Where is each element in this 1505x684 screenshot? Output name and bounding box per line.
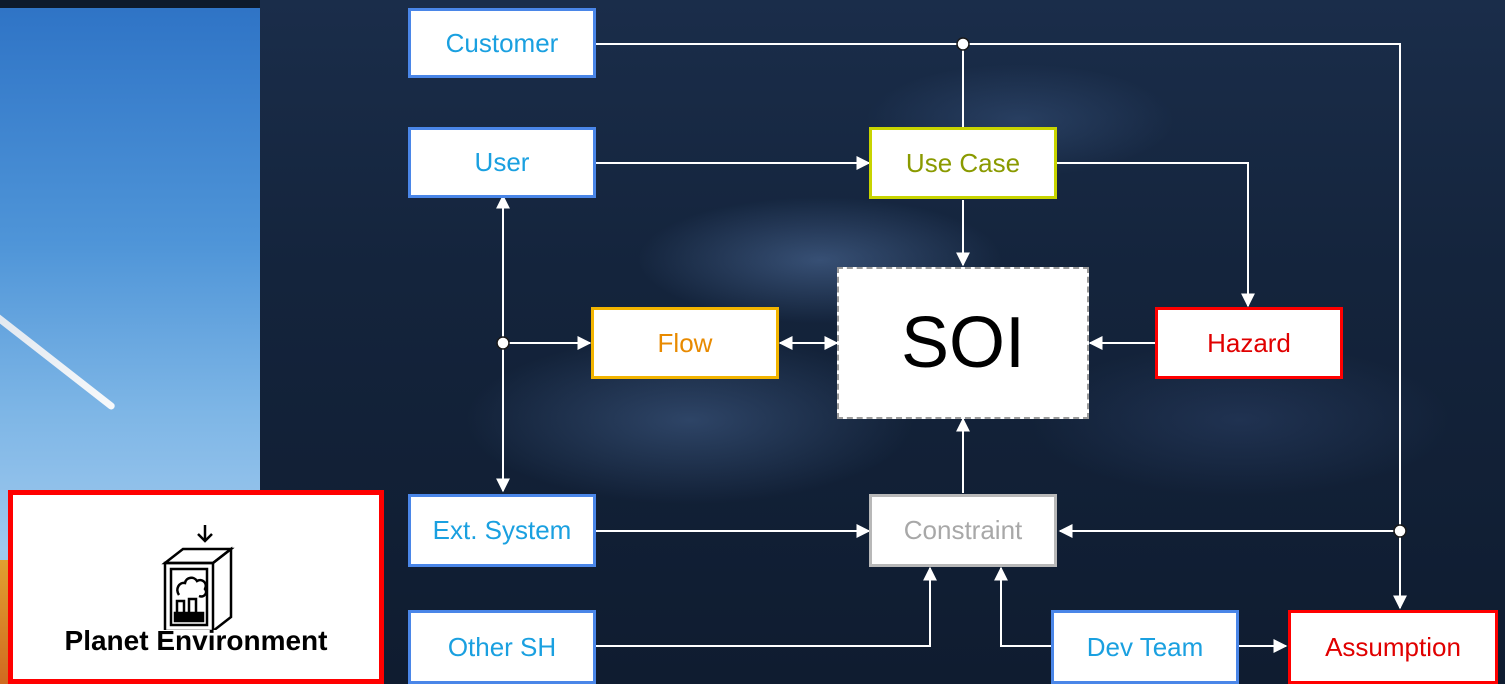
node-hazard-label: Hazard bbox=[1207, 327, 1291, 358]
node-ext-system-label: Ext. System bbox=[432, 515, 572, 545]
node-other-sh-label: Other SH bbox=[447, 631, 557, 662]
node-assumption[interactable]: Assumption bbox=[1288, 610, 1498, 684]
usecase-to-hazard bbox=[1057, 162, 1255, 308]
othersh-to-constraint bbox=[596, 566, 937, 647]
node-customer[interactable]: Customer bbox=[408, 8, 596, 78]
node-dev-team-label: Dev Team bbox=[1086, 631, 1204, 662]
node-constraint[interactable]: Constraint bbox=[869, 494, 1057, 567]
node-planet-environment[interactable]: Planet Environment bbox=[8, 490, 384, 684]
node-use-case-label: Use Case bbox=[905, 147, 1021, 178]
node-user-label: User bbox=[474, 147, 530, 177]
node-user[interactable]: User bbox=[408, 127, 596, 198]
node-flow-label: Flow bbox=[657, 327, 713, 358]
customer-line bbox=[596, 43, 1407, 610]
background-top-strip bbox=[0, 0, 260, 8]
junction-customer bbox=[956, 37, 970, 51]
junction-assumption-bus bbox=[1393, 524, 1407, 538]
factory-icon bbox=[161, 525, 235, 630]
node-other-sh[interactable]: Other SH bbox=[408, 610, 596, 684]
devteam-to-constraint bbox=[994, 566, 1052, 647]
node-customer-label: Customer bbox=[445, 27, 559, 58]
node-dev-team[interactable]: Dev Team bbox=[1051, 610, 1239, 684]
planet-environment-label: Planet Environment bbox=[64, 625, 328, 656]
node-assumption-label: Assumption bbox=[1325, 631, 1461, 662]
node-soi-label: SOI bbox=[900, 303, 1026, 383]
junction-user-bus bbox=[496, 336, 510, 350]
node-soi[interactable]: SOI bbox=[837, 267, 1089, 419]
node-hazard[interactable]: Hazard bbox=[1155, 307, 1343, 379]
node-constraint-label: Constraint bbox=[903, 515, 1023, 545]
node-use-case[interactable]: Use Case bbox=[869, 127, 1057, 199]
node-flow[interactable]: Flow bbox=[591, 307, 779, 379]
node-ext-system[interactable]: Ext. System bbox=[408, 494, 596, 567]
